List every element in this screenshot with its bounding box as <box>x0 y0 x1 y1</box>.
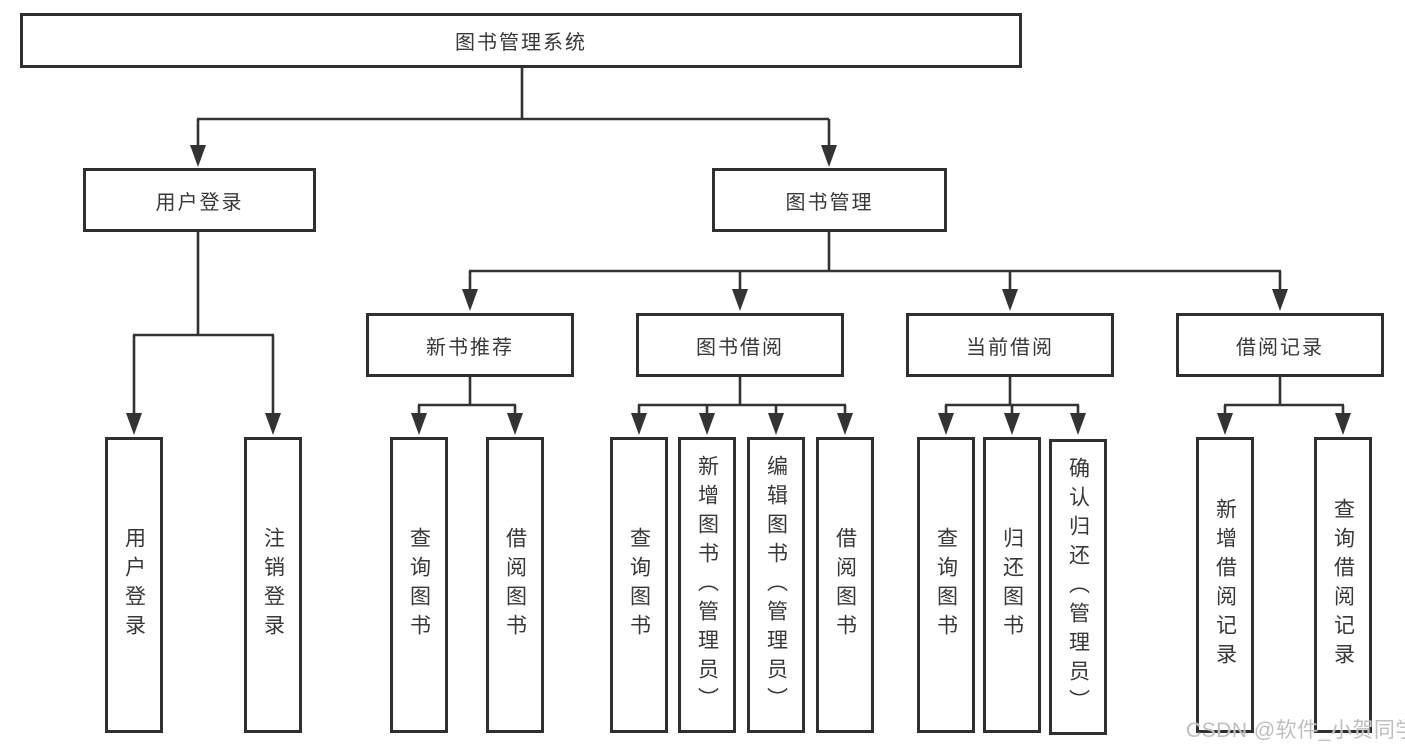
arrow-down-icon <box>821 145 837 167</box>
arrow-down-icon <box>631 413 647 435</box>
connector-book-borrow-children <box>637 377 847 415</box>
leaf-query-books-current: 查询图书 <box>917 437 975 733</box>
leaf-logout: 注销登录 <box>244 437 302 733</box>
arrow-down-icon <box>1217 413 1233 435</box>
node-library-management-system: 图书管理系统 <box>20 13 1022 68</box>
node-label: 新增借阅记录 <box>1213 498 1237 672</box>
node-label: 借阅图书 <box>503 527 527 643</box>
node-label: 查询图书 <box>627 527 651 643</box>
arrow-down-icon <box>768 413 784 435</box>
node-label: 用户登录 <box>155 191 244 214</box>
arrow-down-icon <box>411 413 427 435</box>
arrow-down-icon <box>126 413 142 435</box>
arrow-down-icon <box>699 413 715 435</box>
node-label: 查询图书 <box>407 527 431 643</box>
node-new-book-recommendation: 新书推荐 <box>366 313 574 377</box>
arrow-down-icon <box>462 289 478 311</box>
arrow-down-icon <box>265 413 281 435</box>
node-label: 编辑图书（管理员） <box>764 454 788 716</box>
leaf-confirm-return-admin: 确认归还（管理员） <box>1049 439 1107 735</box>
node-label: 图书借阅 <box>696 336 784 359</box>
arrow-down-icon <box>1070 413 1086 435</box>
leaf-add-borrow-record: 新增借阅记录 <box>1196 437 1254 733</box>
node-label: 图书管理系统 <box>455 32 587 54</box>
node-label: 查询借阅记录 <box>1331 498 1355 672</box>
node-book-management: 图书管理 <box>712 168 947 232</box>
leaf-borrow-books-recommend: 借阅图书 <box>486 437 544 733</box>
node-label: 图书管理 <box>785 191 874 214</box>
node-label: 借阅记录 <box>1236 336 1324 359</box>
connector-current-borrow-children <box>944 377 1080 415</box>
leaf-return-books: 归还图书 <box>983 437 1041 733</box>
leaf-borrow-books: 借阅图书 <box>816 437 874 733</box>
node-book-borrowing: 图书借阅 <box>636 313 844 377</box>
node-label: 用户登录 <box>122 527 146 643</box>
leaf-query-borrow-record: 查询借阅记录 <box>1314 437 1372 733</box>
arrow-down-icon <box>837 413 853 435</box>
connector-user-login-children <box>132 232 275 415</box>
node-label: 新书推荐 <box>426 336 514 359</box>
arrow-down-icon <box>507 413 523 435</box>
node-label: 注销登录 <box>261 527 285 643</box>
node-label: 查询图书 <box>934 527 958 643</box>
connector-book-management-children <box>468 232 1282 291</box>
node-label: 新增图书（管理员） <box>695 454 719 716</box>
node-label: 确认归还（管理员） <box>1066 456 1090 718</box>
arrow-down-icon <box>938 413 954 435</box>
leaf-edit-books-admin: 编辑图书（管理员） <box>747 437 805 733</box>
arrow-down-icon <box>1335 413 1351 435</box>
arrow-down-icon <box>732 289 748 311</box>
connector-new-book-children <box>417 377 517 415</box>
arrow-down-icon <box>1002 289 1018 311</box>
arrow-down-icon <box>1004 413 1020 435</box>
node-borrowing-records: 借阅记录 <box>1176 313 1384 377</box>
arrowheads <box>126 145 1351 435</box>
csdn-watermark: CSDN @软件_小贺同学 <box>1186 719 1405 742</box>
leaf-add-books-admin: 新增图书（管理员） <box>678 437 736 733</box>
leaf-query-books-borrow: 查询图书 <box>610 437 668 733</box>
arrow-down-icon <box>1272 289 1288 311</box>
node-label: 当前借阅 <box>966 336 1054 359</box>
connector-root-to-level2 <box>196 68 831 147</box>
node-label: 借阅图书 <box>833 527 857 643</box>
leaf-user-login: 用户登录 <box>105 437 163 733</box>
arrow-down-icon <box>190 145 206 167</box>
leaf-query-books-recommend: 查询图书 <box>390 437 448 733</box>
node-current-borrowing: 当前借阅 <box>906 313 1114 377</box>
node-label: 归还图书 <box>1000 527 1024 643</box>
node-user-login: 用户登录 <box>83 168 316 232</box>
connector-borrow-records-children <box>1223 377 1345 415</box>
